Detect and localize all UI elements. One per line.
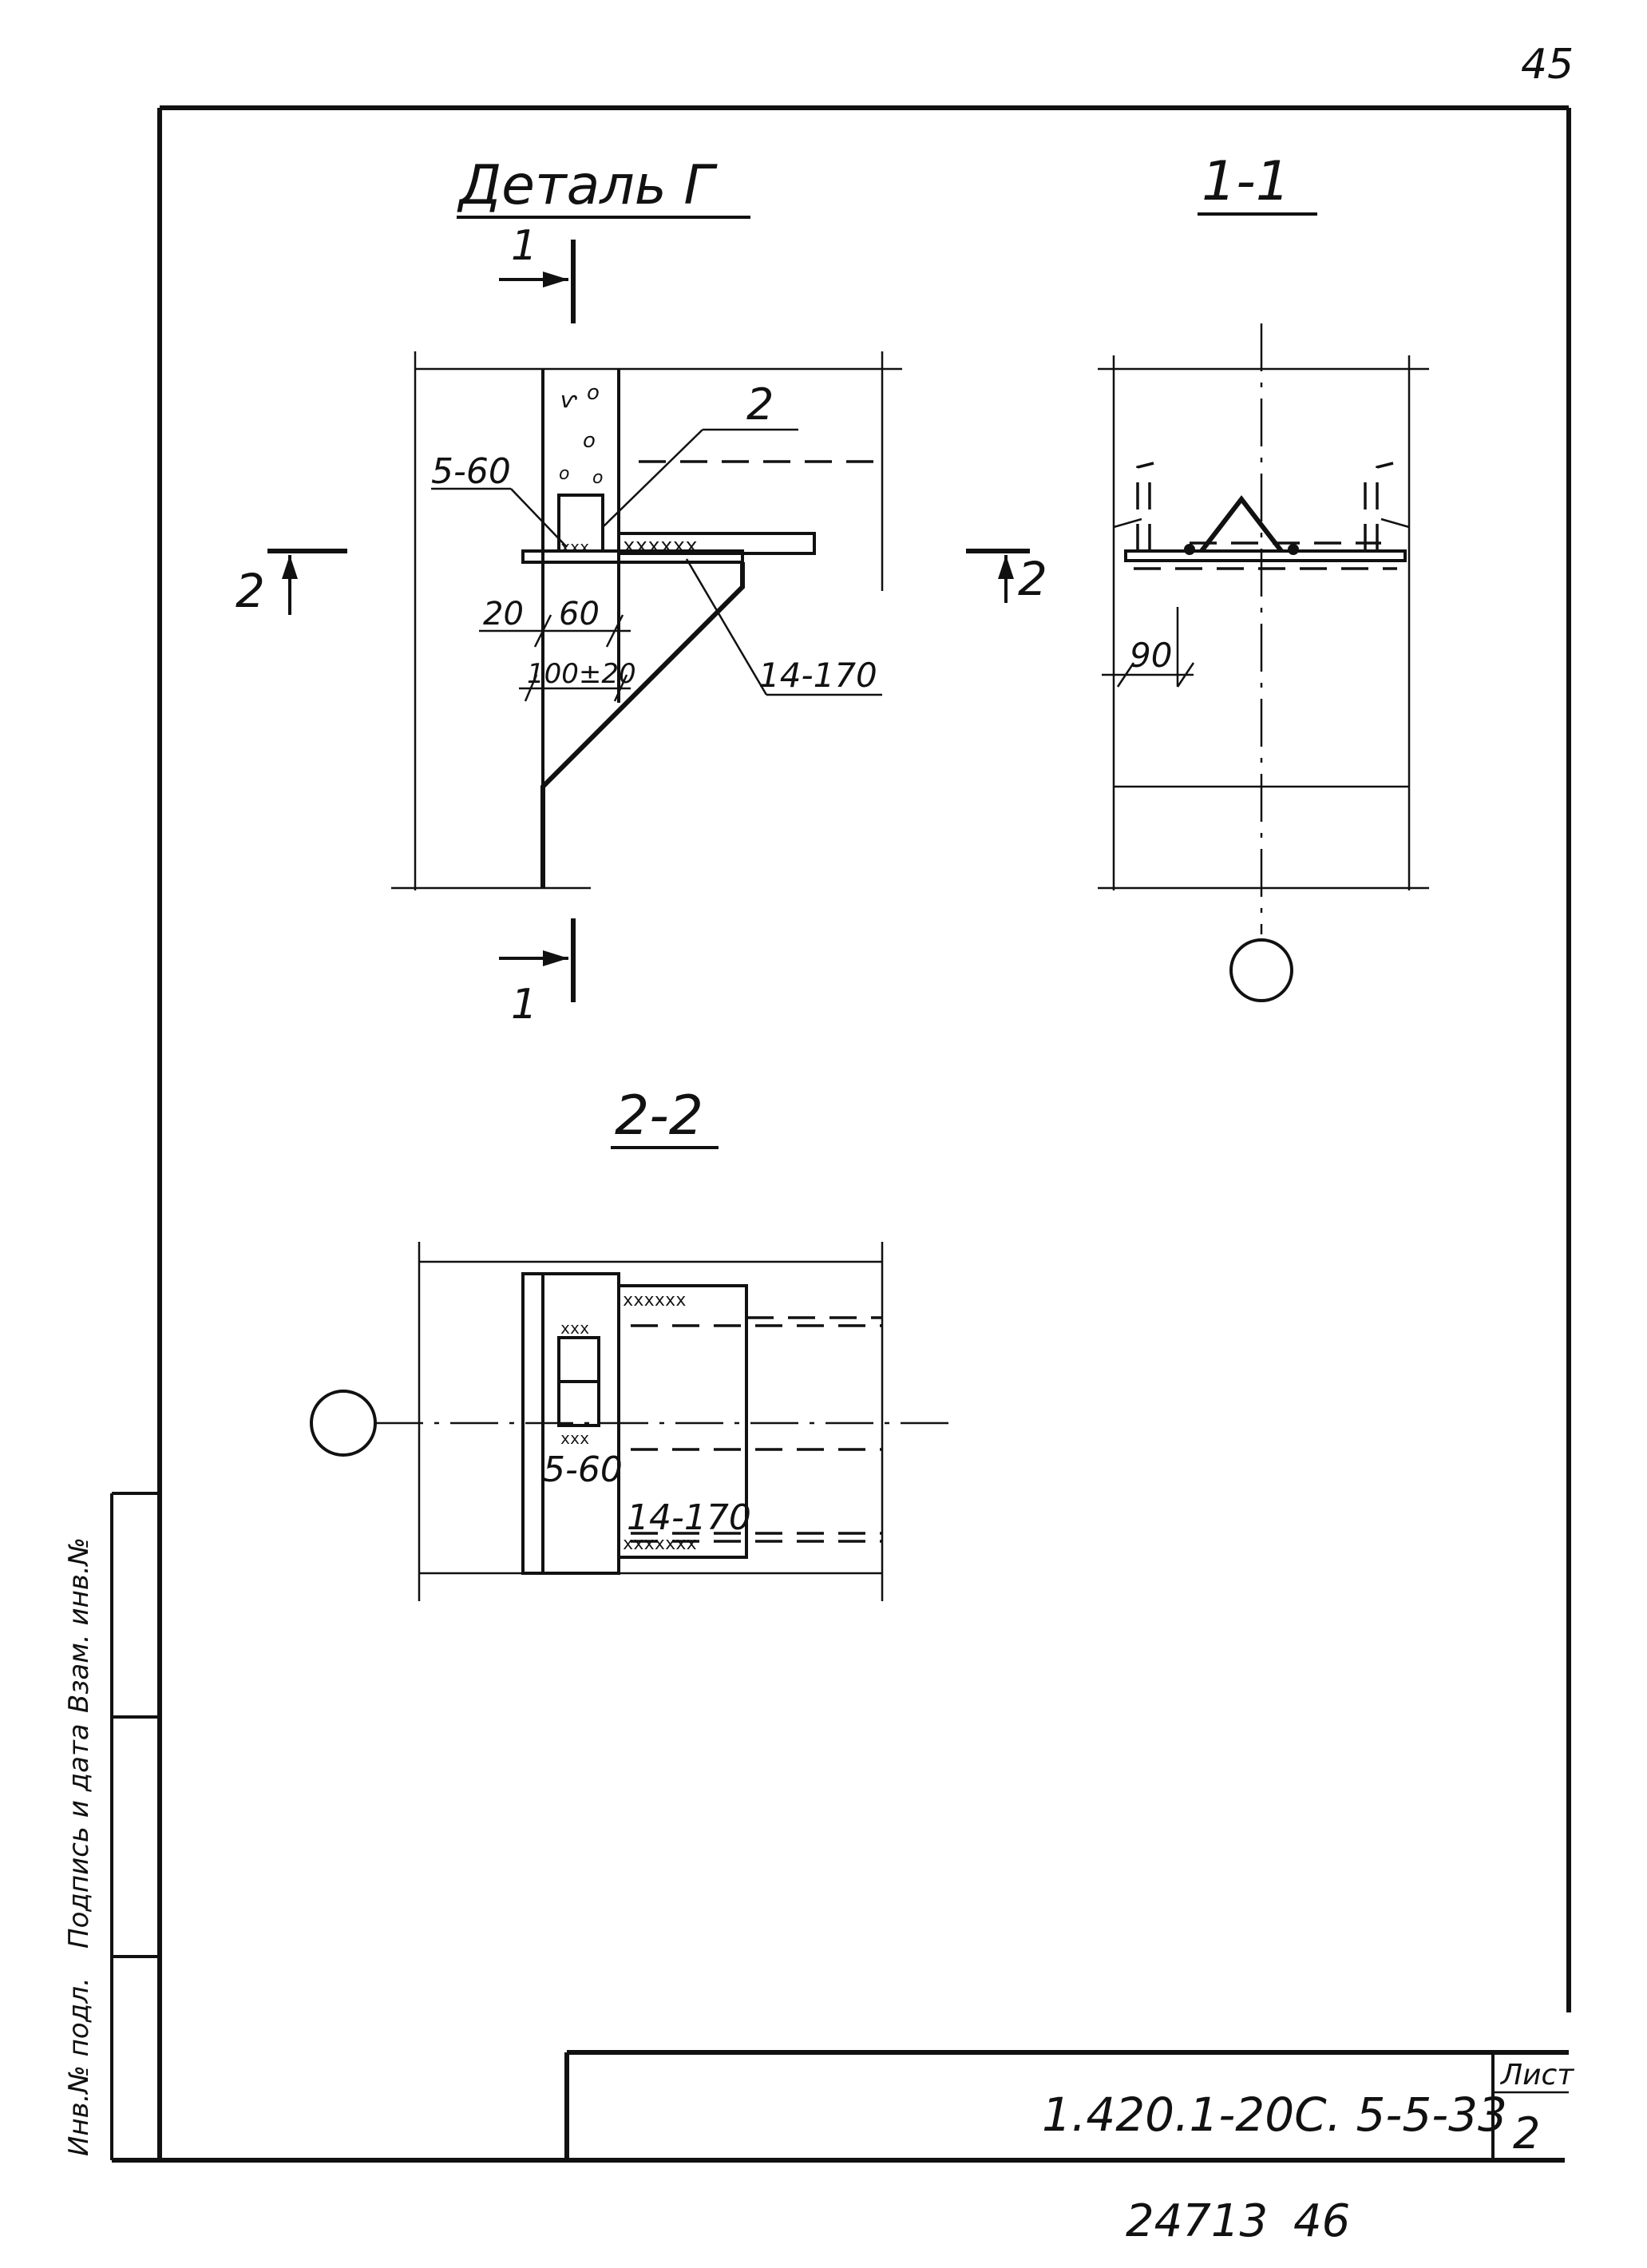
concrete-mark-d: o [559, 464, 569, 484]
title-block: 1.420.1-20С. 5-5-33 Лист 2 [564, 2050, 1574, 2160]
bracket-outline [540, 562, 745, 888]
weld-row-top: xxxxxx [623, 1291, 686, 1310]
weld-plan-bottom: xxx [560, 1429, 589, 1448]
position-2-label: 2 [746, 379, 774, 430]
cut1-top-arrow [543, 272, 568, 287]
weld-x-top: xxx [560, 537, 589, 557]
cut2-left-label: 2 [236, 564, 265, 618]
cut1-bottom-label: 1 [511, 981, 537, 1029]
sheet-label: Лист [1499, 2059, 1574, 2092]
weld-top-label: 5-60 [431, 451, 511, 492]
page-ref: 46 [1293, 2195, 1350, 2247]
plan-weld-top-label: 5-60 [543, 1449, 623, 1490]
cut2-left-arrow [282, 555, 298, 579]
axis-bubble-1 [1229, 938, 1293, 1002]
dim-100-20: 100±20 [527, 658, 636, 690]
concrete-mark-a: ⱱ [559, 387, 578, 413]
designation: 1.420.1-20С. 5-5-33 [1042, 2088, 1507, 2142]
weld-row-bottom: xxxxxxx [623, 1534, 697, 1554]
stamp-vzam-inv: Взам. инв.№ [63, 1537, 95, 1713]
cut1-top-label: 1 [511, 222, 537, 270]
dim-60: 60 [559, 596, 600, 632]
section-1-1-view: 1-1 90 [1098, 150, 1429, 1002]
sheet-number: 2 [1513, 2108, 1540, 2159]
concrete-mark-c: o [583, 429, 596, 453]
page-number: 45 [1521, 41, 1574, 89]
cut2-right-label: 2 [1018, 552, 1047, 606]
cut2-right-arrow [998, 555, 1014, 579]
weld-dot-right [1288, 544, 1299, 555]
section-1-plate [1124, 549, 1407, 562]
section-1-1-title: 1-1 [1202, 150, 1290, 213]
archive-number: 24713 [1126, 2195, 1268, 2247]
weld-side-label: 14-170 [758, 656, 877, 695]
concrete-mark-b: o [587, 381, 600, 405]
weld-dot-left [1184, 544, 1195, 555]
section-1-angle [1199, 495, 1284, 553]
section-2-2-view: 2-2 xxx xxx xxxxxx xxxxxxx 5-60 14-170 [310, 1084, 958, 1601]
cut1-bottom-arrow [543, 950, 568, 966]
bearing-plate [521, 549, 744, 564]
weld-plan-top: xxx [560, 1318, 589, 1338]
detail-g-view: Деталь Г 1 1 2 2 ⱱ o o o o [236, 154, 1047, 1029]
drawing-frame [112, 105, 1571, 2163]
stamp-podpis-data: Подпись и дата [63, 1723, 95, 1949]
dim-90: 90 [1130, 636, 1172, 675]
side-stamp: Инв.№ подл. Подпись и дата Взам. инв.№ [63, 1492, 160, 2160]
stamp-inv-podl: Инв.№ подл. [63, 1977, 95, 2156]
section-2-2-title: 2-2 [615, 1084, 703, 1148]
dim-20: 20 [483, 596, 524, 632]
axis-bubble-2 [310, 1390, 377, 1457]
detail-title: Деталь Г [457, 154, 718, 217]
concrete-mark-e: o [592, 468, 603, 488]
channel-element [617, 532, 816, 555]
weld-x-side: xxxxxx [623, 534, 698, 558]
plate-plan [617, 1284, 748, 1559]
plan-weld-side-label: 14-170 [627, 1497, 751, 1538]
